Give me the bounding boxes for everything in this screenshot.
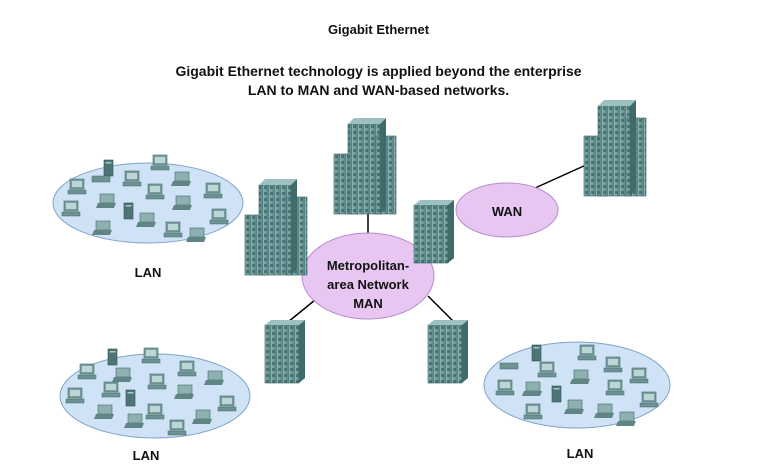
building-wan-remote <box>583 99 647 197</box>
man-label-line-1: Metropolitan- <box>326 258 410 273</box>
wan-cloud <box>455 182 559 238</box>
lan-label-bottom-right: LAN <box>567 446 594 461</box>
building-man-top <box>333 117 397 215</box>
man-cloud <box>301 232 435 320</box>
building-wan-adjacent <box>413 199 455 264</box>
man-label-line-3: MAN <box>353 296 383 311</box>
link-man-left-building <box>287 299 316 323</box>
diagram-subtitle: Gigabit Ethernet technology is applied b… <box>0 62 757 100</box>
lan-label-bottom-left: LAN <box>133 448 160 463</box>
diagram-title: Gigabit Ethernet <box>327 22 430 37</box>
link-man-right-building <box>427 295 455 323</box>
wan-label: WAN <box>492 204 522 219</box>
man-label: Metropolitan- area Network MAN <box>306 256 430 313</box>
lan-label-top-left: LAN <box>135 265 162 280</box>
building-man-left-cluster <box>244 178 308 276</box>
man-label-line-2: area Network <box>327 277 409 292</box>
subtitle-line-1: Gigabit Ethernet technology is applied b… <box>175 63 582 79</box>
building-man-bottom-right <box>427 319 469 384</box>
building-man-bottom-left <box>264 319 306 384</box>
lan-top-left-ellipse <box>52 162 244 244</box>
link-wan-building <box>534 164 587 189</box>
subtitle-line-2: LAN to MAN and WAN-based networks. <box>247 82 510 98</box>
